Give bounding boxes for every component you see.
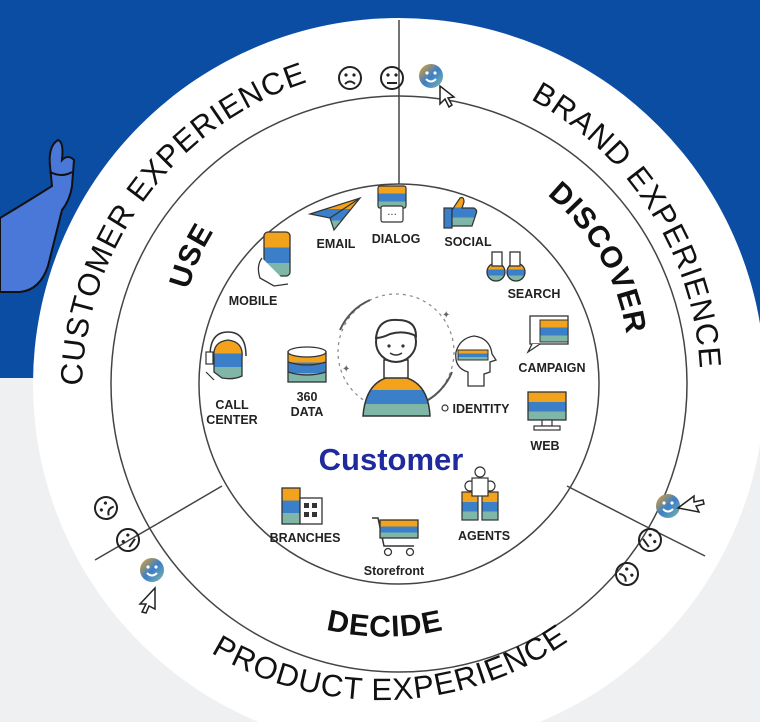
people-icon[interactable] <box>461 466 499 521</box>
dialog-label: DIALOG <box>372 232 421 246</box>
neutral-face-icon <box>380 66 404 90</box>
data-label-1: 360 <box>297 390 318 404</box>
headset-icon[interactable] <box>205 331 247 381</box>
campaign-label: CAMPAIGN <box>518 361 585 375</box>
pointing-hand-icon <box>0 138 76 293</box>
mobile-label: MOBILE <box>229 294 278 308</box>
neutral-face-icon <box>116 528 140 552</box>
decide-phase-label: DECIDE <box>324 604 445 644</box>
phone-icon[interactable] <box>257 231 291 287</box>
sad-face-icon <box>338 66 362 90</box>
storefront-label: Storefront <box>364 564 425 578</box>
data-label-2: DATA <box>291 405 324 419</box>
identity-label: IDENTITY <box>453 402 511 416</box>
search-label: SEARCH <box>508 287 561 301</box>
cart-icon[interactable] <box>372 517 419 557</box>
call-center-label-2: CENTER <box>206 413 257 427</box>
call-center-label-1: CALL <box>215 398 249 412</box>
sad-face-icon <box>94 496 118 520</box>
binoculars-icon[interactable] <box>486 251 526 282</box>
cursor-icon <box>439 84 456 109</box>
happy-face-icon[interactable] <box>140 558 164 582</box>
svg-text:✦: ✦ <box>342 364 350 375</box>
building-icon[interactable] <box>281 487 323 525</box>
branches-label: BRANCHES <box>270 531 341 545</box>
customer-avatar-icon: ✦ ✦ <box>337 293 455 417</box>
monitor-icon[interactable] <box>527 391 567 431</box>
center-title: Customer <box>319 442 464 477</box>
email-label: EMAIL <box>317 237 356 251</box>
divider-left <box>156 485 223 525</box>
sad-face-icon <box>615 562 639 586</box>
cursor-icon <box>138 586 156 614</box>
megaphone-icon[interactable] <box>526 315 569 354</box>
head-icon[interactable] <box>455 335 498 387</box>
happy-face-icon[interactable] <box>656 494 680 518</box>
social-label: SOCIAL <box>444 235 492 249</box>
chat-icon[interactable]: ··· <box>377 185 407 223</box>
svg-text:✦: ✦ <box>442 310 450 321</box>
paper-plane-icon[interactable] <box>307 196 362 232</box>
svg-text:···: ··· <box>387 210 397 221</box>
neutral-face-icon <box>638 528 662 552</box>
happy-face-icon[interactable] <box>419 64 443 88</box>
identity-dot <box>441 404 449 412</box>
outer-divider-left <box>94 523 158 561</box>
divider-right <box>566 485 642 525</box>
web-label: WEB <box>530 439 559 453</box>
agents-label: AGENTS <box>458 529 510 543</box>
thumbs-up-icon[interactable] <box>443 196 478 229</box>
database-icon[interactable] <box>287 346 327 383</box>
cursor-icon <box>676 494 705 514</box>
